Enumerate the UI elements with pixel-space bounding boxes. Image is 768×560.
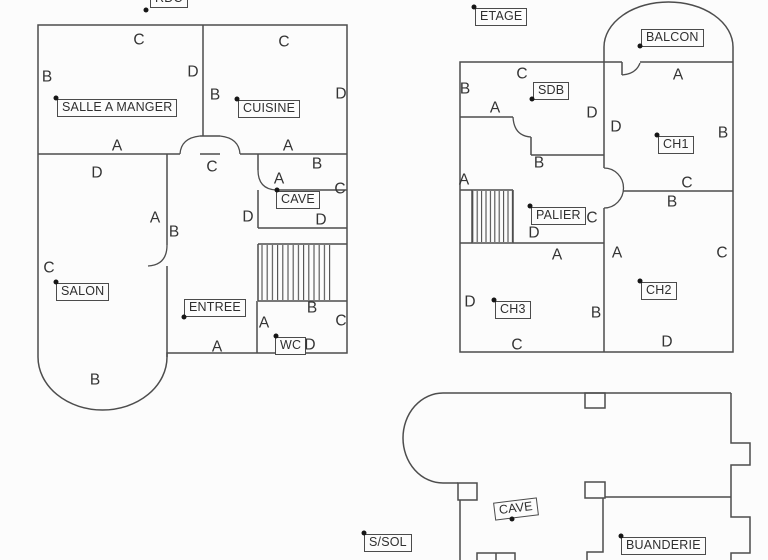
label-anchor-dot	[181, 314, 187, 320]
room-label-wc: WC	[275, 337, 307, 355]
etage-inner-walls	[460, 62, 733, 352]
etage-stairs-hatch	[472, 191, 513, 242]
wall-letter-c: C	[511, 336, 523, 354]
wall-letter-c: C	[206, 158, 218, 176]
room-label-ch1: CH1	[658, 136, 694, 154]
wall-letter-d: D	[304, 336, 316, 354]
room-label-entree: ENTREE	[184, 299, 246, 317]
label-anchor-dot	[529, 96, 535, 102]
etage-door-arcs	[512, 62, 641, 209]
label-anchor-dot	[361, 530, 367, 536]
wall-letter-a: A	[258, 314, 270, 332]
wall-letter-b: B	[533, 154, 545, 172]
wall-letter-d: D	[315, 211, 327, 229]
wall-letter-a: A	[273, 170, 285, 188]
label-anchor-dot	[618, 533, 624, 539]
rdc-outline	[37, 24, 348, 411]
label-anchor-dot	[637, 278, 643, 284]
wall-letter-a: A	[211, 338, 223, 356]
room-label-floor-title-rdc: RDC	[150, 0, 188, 8]
wall-letter-b: B	[168, 223, 180, 241]
wall-letter-d: D	[586, 104, 598, 122]
wall-letter-a: A	[111, 137, 123, 155]
wall-letter-c: C	[278, 33, 290, 51]
ssol-pillars	[457, 392, 606, 501]
room-label-cave-rdc: CAVE	[276, 191, 320, 209]
wall-letter-d: D	[610, 118, 622, 136]
wall-letter-c: C	[681, 174, 693, 192]
label-anchor-dot	[509, 516, 515, 522]
label-anchor-dot	[654, 132, 660, 138]
wall-letter-b: B	[590, 304, 602, 322]
room-label-ch3: CH3	[495, 301, 531, 319]
wall-letter-a: A	[458, 171, 470, 189]
wall-letter-d: D	[464, 293, 476, 311]
wall-letter-b: B	[89, 371, 101, 389]
room-label-palier: PALIER	[531, 207, 586, 225]
wall-letter-a: A	[489, 99, 501, 117]
wall-letter-b: B	[41, 68, 53, 86]
wall-letter-d: D	[528, 224, 540, 242]
room-label-salon: SALON	[56, 283, 110, 301]
wall-letter-a: A	[672, 66, 684, 84]
wall-letter-c: C	[43, 259, 55, 277]
room-label-sdb: SDB	[533, 82, 570, 100]
room-label-balcon: BALCON	[641, 29, 704, 47]
wall-letter-a: A	[611, 244, 623, 262]
wall-letter-b: B	[666, 193, 678, 211]
wall-letter-d: D	[661, 333, 673, 351]
room-label-floor-title-etage: ETAGE	[475, 8, 528, 26]
label-anchor-dot	[527, 203, 533, 209]
label-anchor-dot	[53, 279, 59, 285]
wall-letter-b: B	[306, 299, 318, 317]
rdc-inner-walls	[38, 25, 347, 357]
label-anchor-dot	[491, 297, 497, 303]
wall-letter-d: D	[242, 208, 254, 226]
wall-letter-a: A	[551, 246, 563, 264]
wall-letter-c: C	[334, 180, 346, 198]
wall-letter-a: A	[149, 209, 161, 227]
room-label-floor-title-ssol: S/SOL	[364, 534, 412, 552]
room-label-cuisine: CUISINE	[238, 100, 301, 118]
wall-letter-d: D	[335, 85, 347, 103]
room-label-salle-a-manger: SALLE A MANGER	[57, 99, 178, 117]
wall-letter-b: B	[717, 124, 729, 142]
room-label-cave-ssol: CAVE	[493, 497, 539, 521]
wall-letter-b: B	[311, 155, 323, 173]
wall-letter-d: D	[187, 63, 199, 81]
label-anchor-dot	[274, 187, 280, 193]
wall-letter-c: C	[133, 31, 145, 49]
rdc-stairs-hatch	[258, 245, 333, 300]
wall-letter-a: A	[282, 137, 294, 155]
label-anchor-dot	[143, 7, 149, 13]
room-label-buanderie: BUANDERIE	[621, 537, 706, 555]
wall-letter-b: B	[459, 80, 471, 98]
label-anchor-dot	[234, 96, 240, 102]
wall-letter-b: B	[209, 86, 221, 104]
label-anchor-dot	[471, 4, 477, 10]
label-anchor-dot	[273, 333, 279, 339]
wall-letter-c: C	[586, 209, 598, 227]
wall-letter-c: C	[516, 65, 528, 83]
wall-letter-c: C	[716, 244, 728, 262]
rdc-door-arcs	[147, 135, 277, 267]
label-anchor-dot	[637, 43, 643, 49]
label-anchor-dot	[53, 95, 59, 101]
room-label-ch2: CH2	[641, 282, 677, 300]
wall-letter-c: C	[335, 312, 347, 330]
etage-outline	[459, 1, 734, 353]
wall-letter-d: D	[91, 164, 103, 182]
